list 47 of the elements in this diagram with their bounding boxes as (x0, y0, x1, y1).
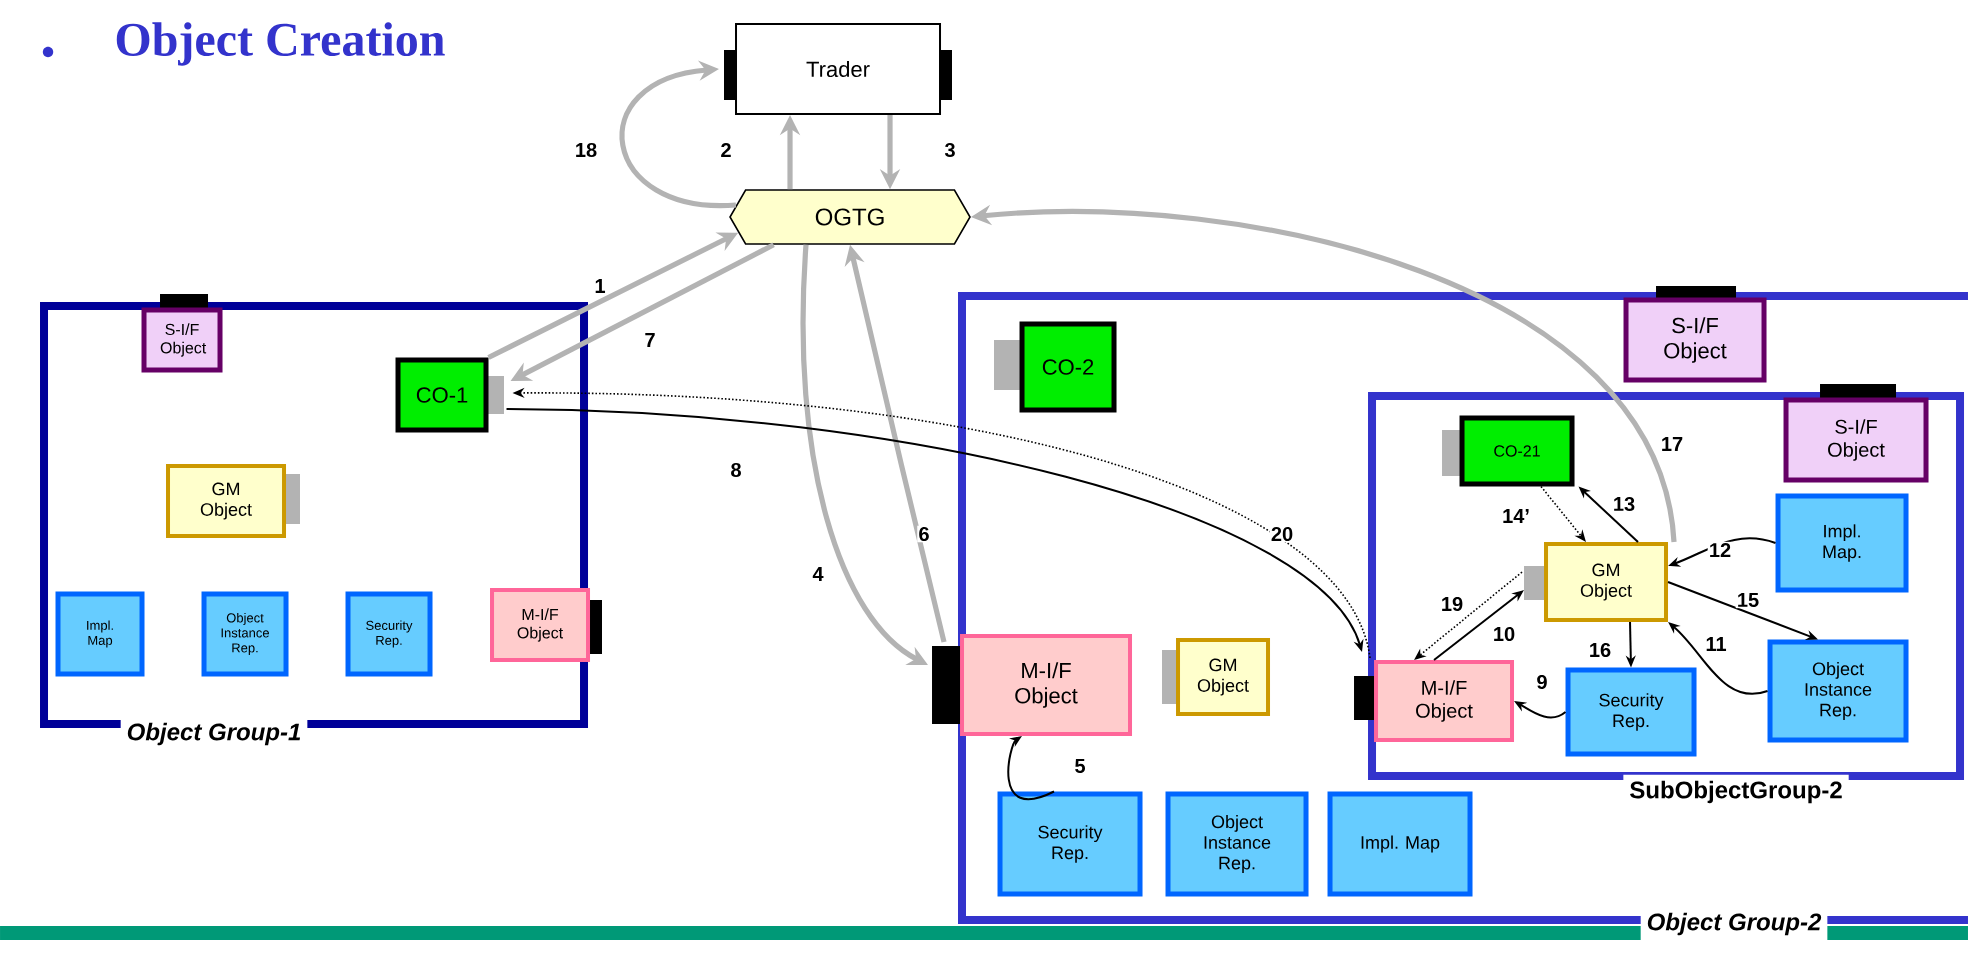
edge-label: 11 (1704, 635, 1728, 653)
edge-label: 9 (1535, 673, 1549, 691)
edge-label: 20 (1269, 525, 1295, 543)
edge-label: 3 (943, 141, 957, 159)
object-box: GM Object (1162, 638, 1270, 716)
interface-box: S-I/F Object (1623, 286, 1767, 383)
repository-box: Object Instance Rep. (1165, 791, 1309, 897)
edge-label: 19 (1439, 595, 1465, 613)
edge-label: 5 (1073, 757, 1087, 775)
edge-label: 10 (1491, 625, 1517, 643)
object-box: CO-2 (994, 321, 1117, 413)
edge-label: 2 (719, 141, 733, 159)
object-box: GM Object (166, 464, 300, 538)
arrow (619, 60, 736, 208)
interface-box: S-I/F Object (1783, 384, 1929, 483)
node-label: Object Group-1 (127, 722, 301, 746)
title: Object Creation (116, 22, 445, 66)
interface-box: M-I/F Object (932, 634, 1132, 736)
edge-label: 13 (1611, 495, 1637, 513)
arrow (1414, 571, 1523, 660)
object-box: GM Object (1524, 542, 1668, 622)
arrow (1540, 485, 1586, 542)
edge-label: 7 (643, 331, 657, 349)
edge-label: 15 (1735, 591, 1761, 609)
object-box: CO-21 (1442, 415, 1575, 487)
process-box: Trader (724, 23, 952, 115)
interface-box: S-I/F Object (141, 294, 223, 373)
repository-box: Security Rep. (997, 791, 1143, 897)
edge-label: 16 (1587, 641, 1613, 659)
object-box: CO-1 (395, 357, 504, 433)
interface-box: M-I/F Object (1354, 660, 1514, 742)
edge-label: 6 (917, 525, 931, 543)
edge-label: 17 (1659, 435, 1685, 453)
edge-label: 14’ (1500, 507, 1532, 525)
arrow (1007, 736, 1055, 801)
repository-box: Security Rep. (1565, 667, 1697, 757)
repository-box: Impl. Map (1327, 791, 1473, 897)
node-label: SubObjectGroup-2 (1630, 780, 1842, 804)
hexagon-box: OGTG (729, 189, 971, 245)
edge-label: 12 (1707, 541, 1733, 559)
repository-box: Object Instance Rep. (1767, 639, 1909, 743)
edge-label: 4 (811, 565, 825, 583)
interface-box: M-I/F Object (490, 588, 602, 662)
edge-label: 1 (593, 277, 607, 295)
repository-box: Impl. Map. (1775, 493, 1909, 593)
edge-label: 8 (729, 461, 743, 479)
edge-label: 18 (573, 141, 599, 159)
